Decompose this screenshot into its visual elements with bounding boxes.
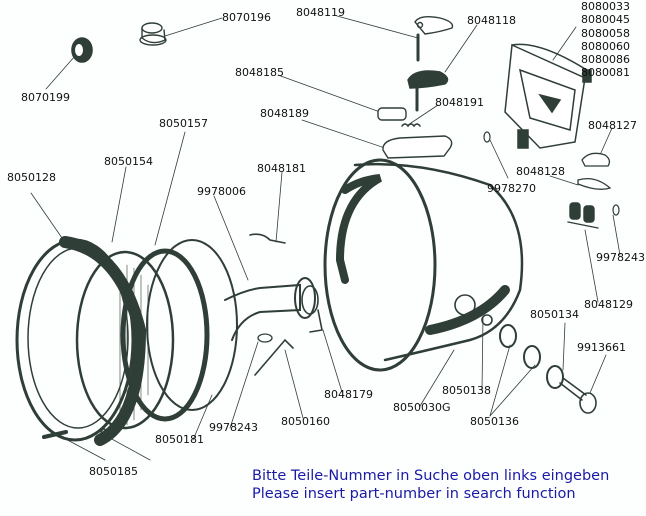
part-label-8048129[interactable]: 8048129	[584, 298, 633, 311]
part-label-8048189[interactable]: 8048189	[260, 107, 309, 120]
part-label-8048128[interactable]: 8048128	[516, 165, 565, 178]
clip-part	[249, 233, 286, 244]
part-label-8050138[interactable]: 8050138	[442, 384, 491, 397]
reflector-part	[146, 239, 316, 411]
spring-part	[401, 123, 421, 128]
lens-seal-part	[577, 177, 612, 190]
part-label-9978243-right[interactable]: 9978243	[596, 251, 645, 264]
part-label-8050157[interactable]: 8050157	[159, 117, 208, 130]
part-label-8080086[interactable]: 8080086	[581, 53, 630, 67]
part-label-8050185[interactable]: 8050185	[89, 465, 138, 478]
rim-seal-part	[120, 248, 210, 422]
part-label-8070199[interactable]: 8070199	[21, 91, 70, 104]
part-label-8050134[interactable]: 8050134	[530, 308, 579, 321]
mount-ring-part	[454, 294, 476, 316]
spacer-part	[481, 314, 493, 326]
plug-part	[139, 22, 167, 46]
part-label-8050030G[interactable]: 8050030G	[393, 401, 451, 414]
headlamp-rim-part	[15, 236, 147, 446]
flat-washer-part	[546, 365, 564, 389]
part-label-8070196[interactable]: 8070196	[222, 11, 271, 24]
part-label-8080045[interactable]: 8080045	[581, 13, 630, 27]
part-label-9978243-bottom[interactable]: 9978243	[209, 421, 258, 434]
part-label-8080081[interactable]: 8080081	[581, 66, 630, 80]
leader-lines	[30, 15, 621, 461]
part-label-8048118[interactable]: 8048118	[467, 14, 516, 27]
instruction-english: Please insert part-number in search func…	[252, 486, 576, 502]
part-label-8080058[interactable]: 8080058	[581, 26, 630, 40]
headlamp-shell-part	[323, 158, 524, 372]
speedometer-part	[504, 43, 592, 149]
ignition-key-part	[414, 15, 454, 62]
part-label-8050181[interactable]: 8050181	[155, 433, 204, 446]
part-label-8050154[interactable]: 8050154	[104, 155, 153, 168]
rubber-washer-part	[499, 324, 517, 348]
part-label-8050160[interactable]: 8050160	[281, 415, 330, 428]
part-label-8048119[interactable]: 8048119	[296, 6, 345, 19]
bolt-part	[559, 377, 597, 414]
rim-screw-part	[42, 430, 68, 439]
speedometer-part-numbers: 8080033 8080045 8080058 8080060 8080086 …	[581, 0, 630, 80]
instruction-german: Bitte Teile-Nummer in Suche oben links e…	[252, 468, 610, 484]
part-label-9978006[interactable]: 9978006	[197, 185, 246, 198]
bulb-holder-part	[301, 285, 323, 333]
part-label-8048191[interactable]: 8048191	[435, 96, 484, 109]
part-label-9978270[interactable]: 9978270	[487, 182, 536, 195]
part-label-8050136[interactable]: 8050136	[470, 415, 519, 428]
part-label-8048179[interactable]: 8048179	[324, 388, 373, 401]
part-label-8050128[interactable]: 8050128	[7, 171, 56, 184]
bulb-part	[483, 131, 491, 143]
rubber-washer-part	[523, 345, 541, 369]
part-label-8048127[interactable]: 8048127	[588, 119, 637, 132]
bulb-part	[257, 333, 273, 343]
part-label-8080033[interactable]: 8080033	[581, 0, 630, 13]
part-label-8080060[interactable]: 8080060	[581, 39, 630, 53]
screw-washer-part	[100, 428, 108, 440]
bulb-socket-part	[567, 202, 599, 229]
switch-plate-part	[382, 135, 453, 159]
part-label-8048185[interactable]: 8048185	[235, 66, 284, 79]
indicator-lens-part	[581, 152, 611, 167]
grommet-part	[71, 37, 93, 63]
wire-spring-part	[254, 338, 294, 376]
cover-plate-part	[377, 107, 407, 121]
switch-part	[407, 70, 449, 112]
part-label-9913661[interactable]: 9913661	[577, 341, 626, 354]
part-label-8048181[interactable]: 8048181	[257, 162, 306, 175]
bulb-part	[612, 204, 620, 216]
